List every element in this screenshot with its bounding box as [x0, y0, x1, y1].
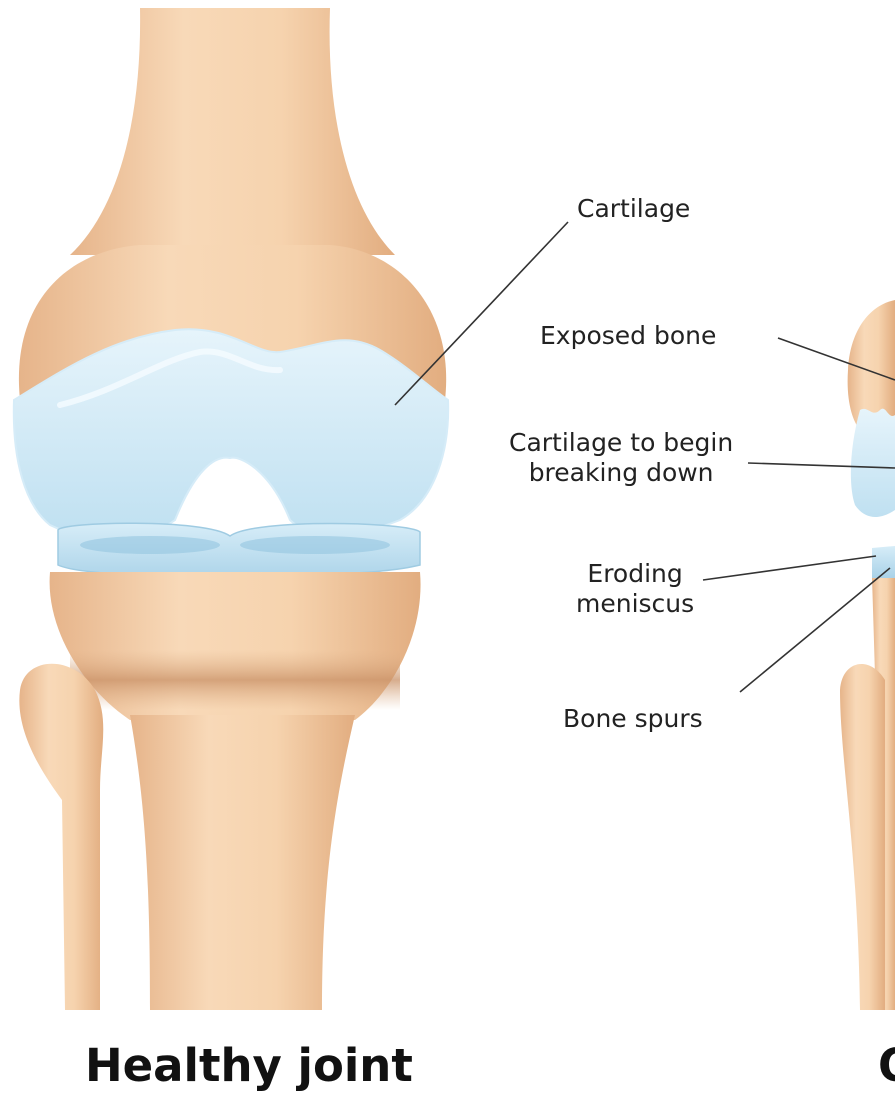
label-cartilage-breaking-line2: breaking down — [509, 458, 733, 488]
label-eroding-meniscus: Eroding meniscus — [576, 559, 694, 619]
oa-cartilage-eroded — [851, 409, 895, 517]
label-cartilage: Cartilage — [577, 194, 690, 224]
femur-shaft — [70, 8, 395, 255]
tibia-shaft — [130, 715, 355, 1010]
label-eroding-line2: meniscus — [576, 589, 694, 619]
label-bone-spurs: Bone spurs — [563, 704, 703, 734]
oa-fibula — [840, 664, 885, 1010]
caption-healthy-joint: Healthy joint — [85, 1040, 413, 1092]
label-eroding-line1: Eroding — [576, 559, 694, 589]
fibula-head — [19, 664, 103, 1010]
label-cartilage-breaking-down: Cartilage to begin breaking down — [509, 428, 733, 488]
label-exposed-bone: Exposed bone — [540, 321, 716, 351]
caption-osteoarthritis-partial: O — [878, 1040, 895, 1092]
label-cartilage-breaking-line1: Cartilage to begin — [509, 428, 733, 458]
leader-eroding-meniscus — [703, 556, 876, 580]
